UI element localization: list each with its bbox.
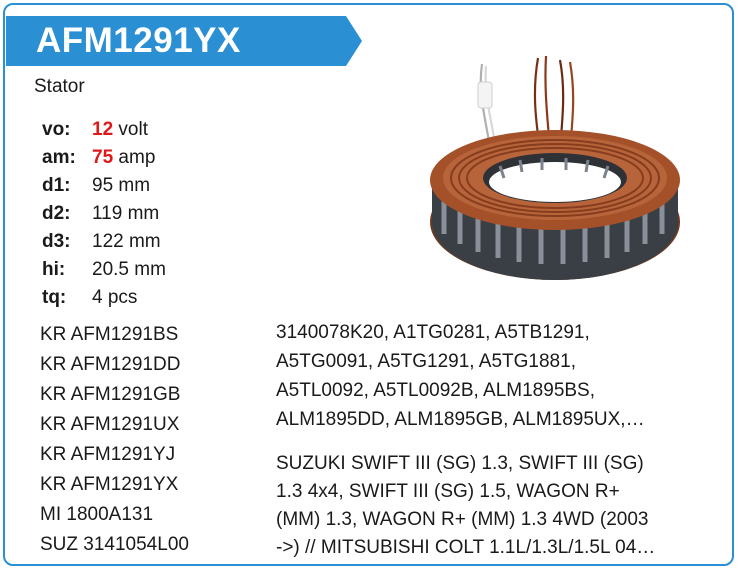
title-banner: AFM1291YX <box>6 16 364 66</box>
spec-row: tq: 4 pcs <box>42 284 166 312</box>
stator-icon <box>430 55 680 280</box>
oe-number-line: A5TG0091, A5TG1291, A5TG1881, <box>276 351 576 372</box>
spec-value: 12 <box>92 119 114 140</box>
product-type: Stator <box>34 76 85 97</box>
spec-unit: mm <box>122 203 160 224</box>
cross-reference-item: KR AFM1291YX <box>40 474 179 495</box>
product-card <box>3 3 734 566</box>
spec-unit: mm <box>128 259 166 280</box>
spec-unit: mm <box>123 231 161 252</box>
application-line: 1.3 4x4, SWIFT III (SG) 1.5, WAGON R+ <box>276 481 620 502</box>
spec-key: d1: <box>42 175 71 196</box>
cross-reference-item: KR AFM1291BS <box>40 324 179 345</box>
spec-key: tq: <box>42 287 67 308</box>
spec-value: 122 <box>92 231 124 252</box>
cross-reference-list: KR AFM1291BS KR AFM1291DD KR AFM1291GB K… <box>40 320 189 560</box>
spec-key: d3: <box>42 231 71 252</box>
spec-value: 95 <box>92 175 114 196</box>
spec-row: am: 75 amp <box>42 144 166 172</box>
spec-unit: amp <box>113 147 156 168</box>
oe-number-line: ALM1895DD, ALM1895GB, ALM1895UX,… <box>276 409 645 430</box>
spec-value: 75 <box>92 147 114 168</box>
spec-row: hi: 20.5 mm <box>42 256 166 284</box>
stator-photo <box>420 52 730 292</box>
spec-row: vo: 12 volt <box>42 116 166 144</box>
cross-reference-item: MI 1800A131 <box>40 504 154 525</box>
spec-unit: mm <box>113 175 151 196</box>
cross-reference-item: KR AFM1291UX <box>40 414 180 435</box>
cross-reference-item: KR AFM1291GB <box>40 384 181 405</box>
spec-value: 119 <box>92 203 123 224</box>
spec-unit: pcs <box>102 287 138 308</box>
oe-number-line: A5TL0092, A5TL0092B, ALM1895BS, <box>276 380 596 401</box>
application-line: ->) // MITSUBISHI COLT 1.1L/1.3L/1.5L 04… <box>276 537 656 558</box>
spec-value: 4 <box>92 287 103 308</box>
spec-row: d2: 119 mm <box>42 200 166 228</box>
cross-reference-item: KR AFM1291DD <box>40 354 181 375</box>
application-list: SUZUKI SWIFT III (SG) 1.3, SWIFT III (SG… <box>276 450 721 562</box>
spec-row: d1: 95 mm <box>42 172 166 200</box>
spec-key: vo: <box>42 119 71 140</box>
oe-number-list: 3140078K20, A1TG0281, A5TB1291, A5TG0091… <box>276 318 721 434</box>
oe-number-line: 3140078K20, A1TG0281, A5TB1291, <box>276 322 590 343</box>
spec-list: vo:12 volt am:75 amp d1:95 mm d2:119 mm … <box>42 116 166 312</box>
cross-reference-item: SUZ 3141054L00 <box>40 534 189 555</box>
cross-reference-item: KR AFM1291YJ <box>40 444 176 465</box>
product-code: AFM1291YX <box>36 21 241 60</box>
title-banner-shape <box>6 16 362 66</box>
spec-key: hi: <box>42 259 66 280</box>
spec-key: d2: <box>42 203 71 224</box>
spec-value: 20.5 <box>92 259 129 280</box>
spec-row: d3: 122 mm <box>42 228 166 256</box>
spec-key: am: <box>42 147 76 168</box>
application-line: (MM) 1.3, WAGON R+ (MM) 1.3 4WD (2003 <box>276 509 649 530</box>
spec-unit: volt <box>113 119 148 140</box>
application-line: SUZUKI SWIFT III (SG) 1.3, SWIFT III (SG… <box>276 453 644 474</box>
